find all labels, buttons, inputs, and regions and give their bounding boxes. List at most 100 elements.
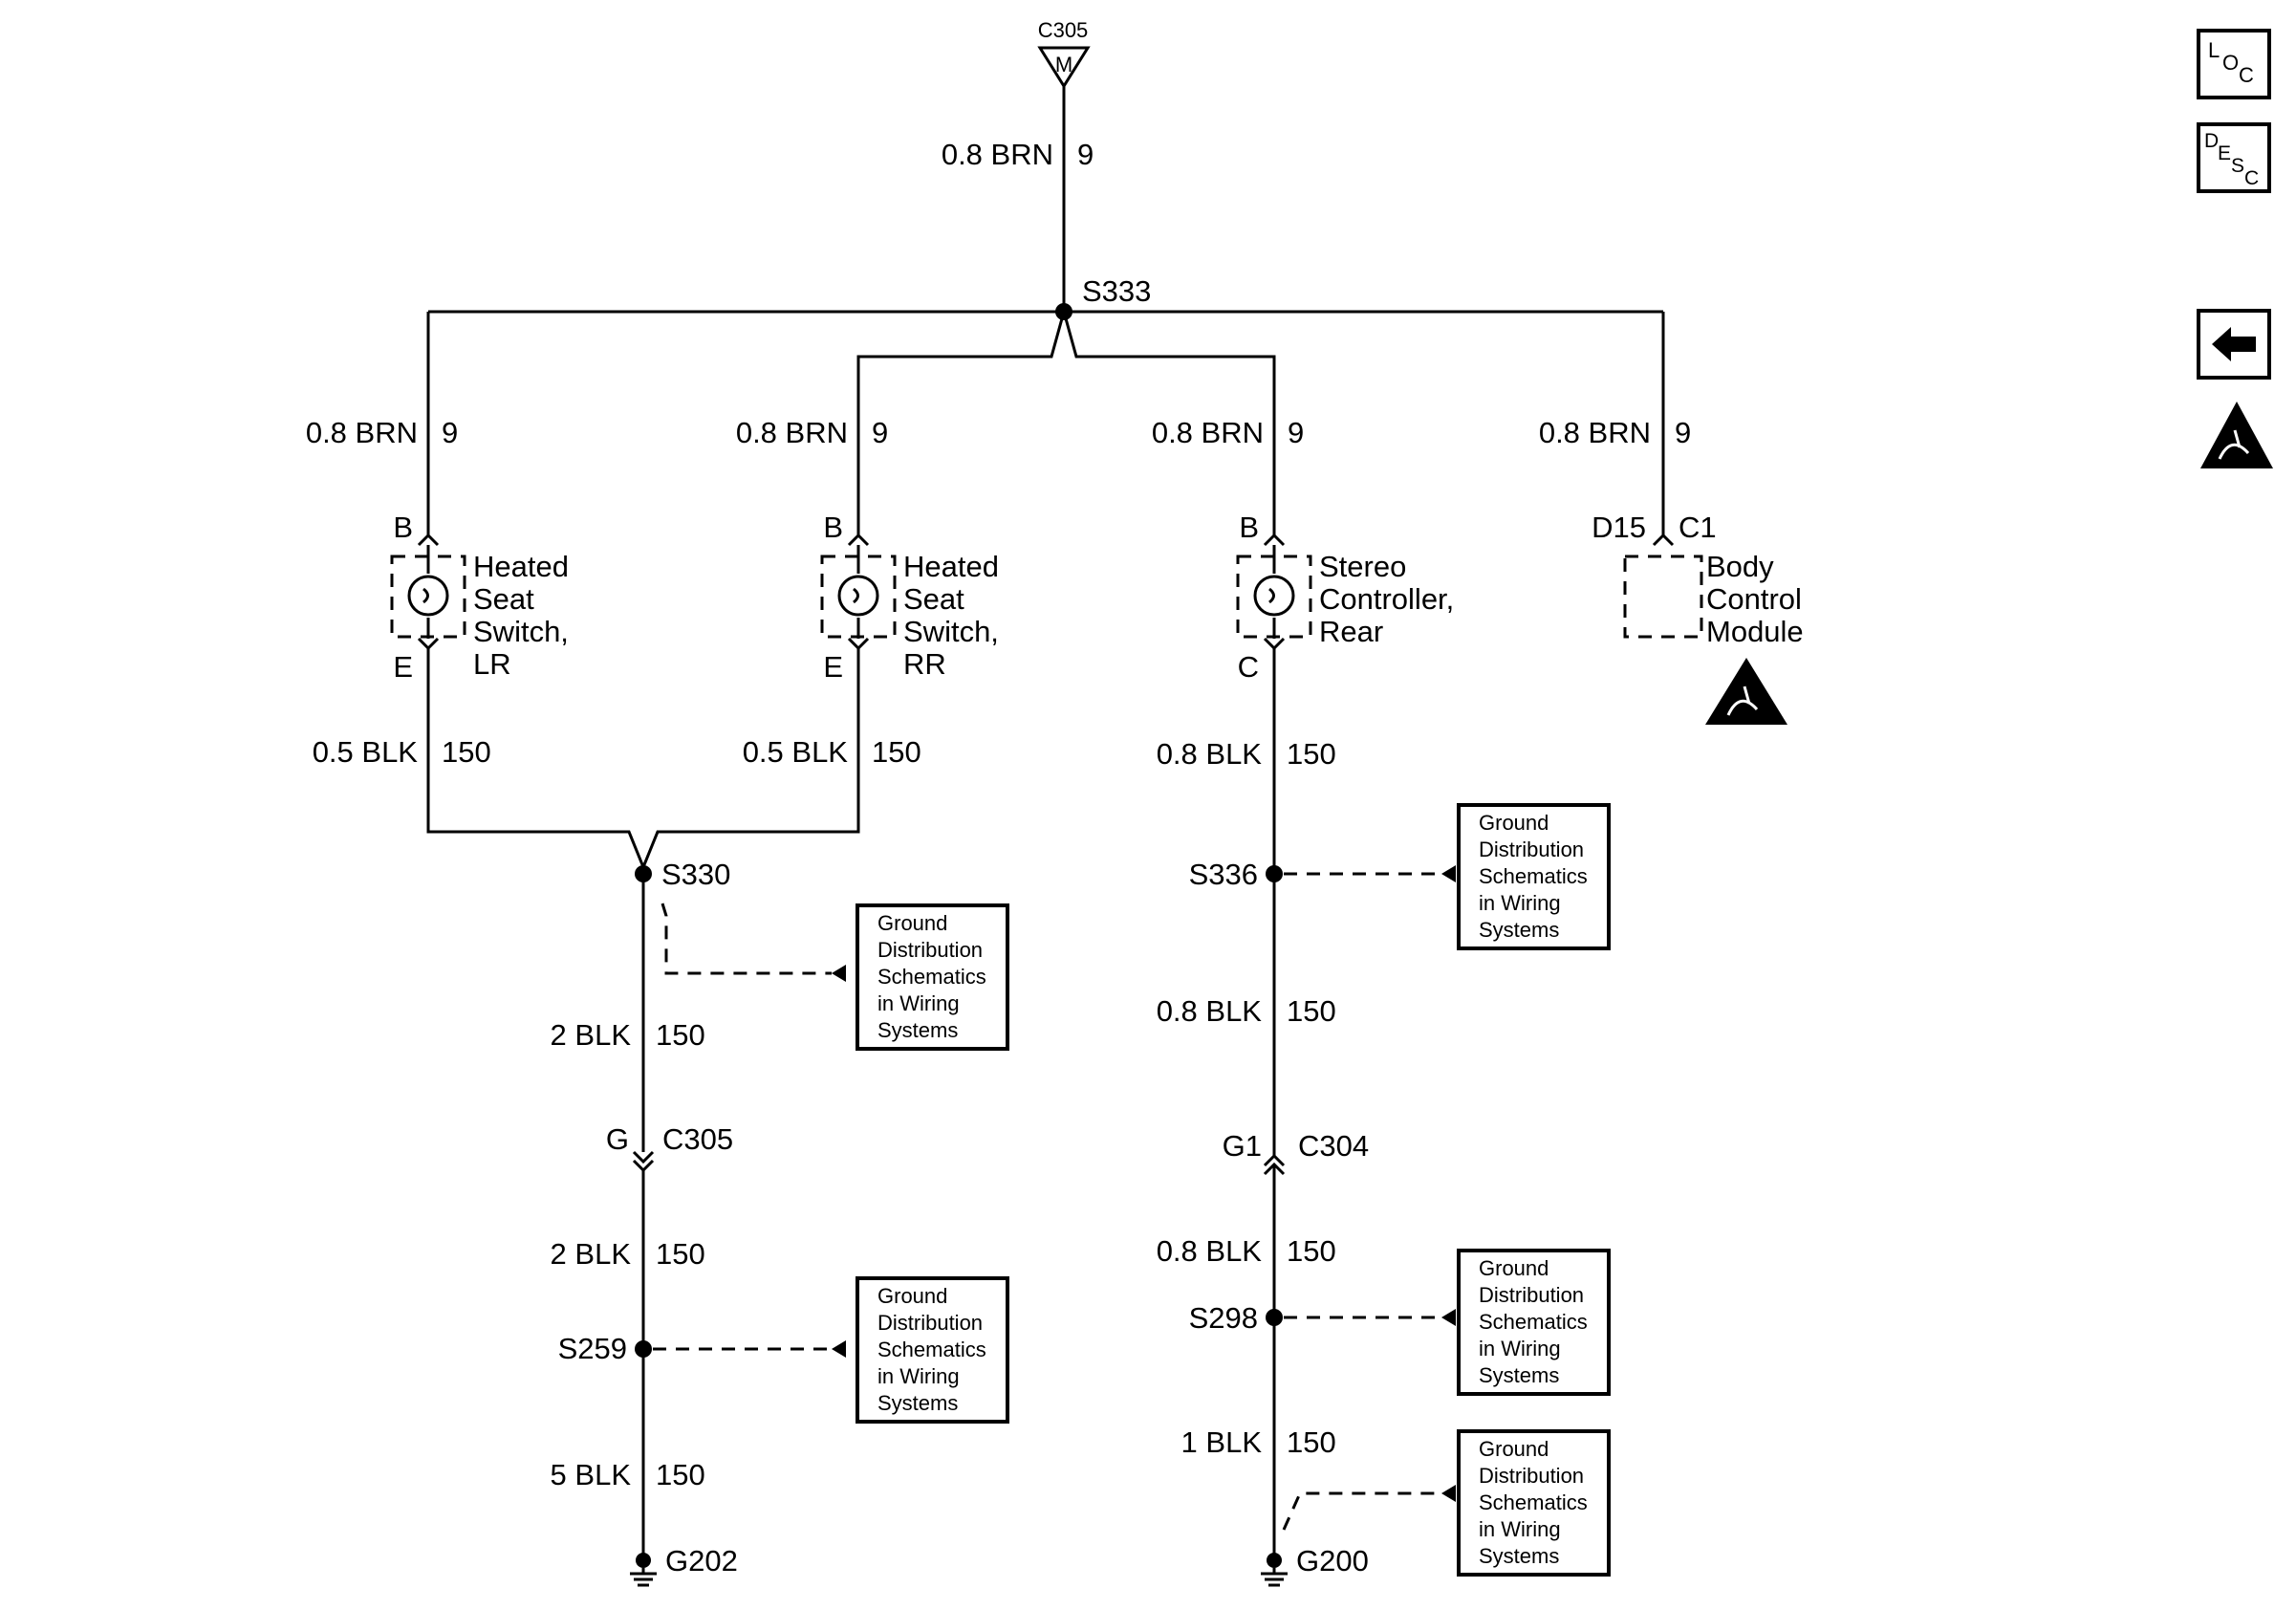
wire-rr-ground-circuit: 150	[872, 735, 921, 769]
component-outline	[1623, 555, 1703, 639]
element-mark	[853, 587, 859, 604]
splice-s336[interactable]	[1266, 865, 1283, 882]
ref-line: Systems	[877, 1391, 958, 1415]
stereo-name-line: Controller,	[1319, 582, 1454, 616]
element-mark	[422, 587, 429, 604]
connector-chevron	[417, 637, 440, 651]
ref-line: Systems	[1479, 1363, 1559, 1387]
ground-point	[636, 1553, 651, 1568]
ref-line: Ground	[877, 911, 947, 935]
reference-box-ground-distribution[interactable]: Ground Distribution Schematics in Wiring…	[1457, 1429, 1611, 1577]
ref-line: in Wiring	[1479, 1517, 1561, 1541]
ground-g200[interactable]: G200	[1261, 1544, 1369, 1587]
rr-name-line: RR	[903, 647, 946, 681]
reference-box-ground-distribution[interactable]: Ground Distribution Schematics in Wiring…	[856, 1276, 1009, 1424]
reference-box-ground-distribution[interactable]: Ground Distribution Schematics in Wiring…	[1457, 803, 1611, 950]
connector-chevron	[847, 637, 870, 651]
heater-element-icon	[837, 575, 879, 617]
desc-letter: D	[2204, 130, 2219, 152]
wire-rr-power-label: 0.8 BRN	[736, 416, 848, 449]
wire-bcm-power-label: 0.8 BRN	[1539, 416, 1651, 449]
connector-chevron	[417, 533, 440, 547]
connector-chevron	[847, 533, 870, 547]
arrow-left-icon	[2212, 327, 2256, 361]
ref-line: Ground	[877, 1284, 947, 1308]
desc-letter: C	[2244, 167, 2259, 189]
wire-lr-ground-circuit: 150	[442, 735, 491, 769]
ref-line: Ground	[1479, 1437, 1549, 1461]
wire-lr-ground-label: 0.5 BLK	[313, 735, 419, 769]
lr-name-line: Switch,	[473, 615, 569, 648]
esd-warning-icon[interactable]	[2200, 402, 2273, 468]
lr-pin-top: B	[393, 511, 413, 544]
component-heated-seat-switch-lr[interactable]: B E Heated Seat Switch, LR	[390, 511, 569, 684]
top-connector-pin: M	[1055, 53, 1072, 76]
heater-element-icon	[407, 575, 449, 617]
wire-rr-power-circuit: 9	[872, 416, 888, 449]
bcm-pin: D15	[1592, 511, 1646, 544]
arrow-icon	[832, 1340, 846, 1358]
inline-connector-c305[interactable]: G C305	[606, 1122, 733, 1173]
element-icon	[1253, 575, 1295, 617]
connector-chevron	[1263, 1153, 1286, 1167]
ref-line: Ground	[1479, 1256, 1549, 1280]
wire-lr-power-circuit: 9	[442, 416, 458, 449]
ref-line: in Wiring	[877, 991, 960, 1015]
wire-right-trunk-3-circuit: 150	[1287, 1425, 1336, 1459]
wire-rr-ground-label: 0.5 BLK	[743, 735, 849, 769]
ground-g202-label: G202	[665, 1544, 738, 1577]
component-body-control-module[interactable]: D15 C1 Body Control Module	[1592, 511, 1804, 725]
right-connector-name: C304	[1298, 1129, 1369, 1163]
inline-connector-c304[interactable]: G1 C304	[1223, 1129, 1369, 1176]
ref-line: Distribution	[1479, 1283, 1584, 1307]
component-heated-seat-switch-rr[interactable]: B E Heated Seat Switch, RR	[820, 511, 999, 684]
bcm-name-line: Module	[1706, 615, 1804, 648]
ref-line: Ground	[1479, 811, 1549, 835]
wire-lr-power-label: 0.8 BRN	[306, 416, 418, 449]
wire-bcm-power-circuit: 9	[1675, 416, 1691, 449]
left-connector-name: C305	[662, 1122, 733, 1156]
wire-right-trunk-3-label: 1 BLK	[1181, 1425, 1263, 1459]
loc-button[interactable]: L O C	[2197, 29, 2271, 99]
ground-g200-label: G200	[1296, 1544, 1369, 1577]
rr-name-line: Seat	[903, 582, 964, 616]
splice-s336-label: S336	[1189, 858, 1258, 891]
splice-s298[interactable]	[1266, 1309, 1283, 1326]
reference-box-ground-distribution[interactable]: Ground Distribution Schematics in Wiring…	[1457, 1249, 1611, 1396]
stereo-pin-top: B	[1239, 511, 1259, 544]
connector-chevron	[1652, 533, 1675, 547]
back-arrow-button[interactable]	[2197, 309, 2271, 380]
ground-point	[1267, 1553, 1282, 1568]
connector-chevron	[632, 1150, 655, 1164]
ref-line: Distribution	[1479, 1464, 1584, 1488]
ref-line: Distribution	[877, 1311, 983, 1335]
wire-left-trunk-1-label: 2 BLK	[551, 1018, 632, 1052]
arrow-icon	[1441, 1485, 1456, 1502]
wire-top-circuit: 9	[1077, 138, 1094, 171]
desc-letter: S	[2231, 155, 2244, 177]
ref-line: Systems	[1479, 918, 1559, 942]
component-stereo-controller-rear[interactable]: B C Stereo Controller, Rear	[1236, 511, 1455, 684]
stereo-name-line: Stereo	[1319, 550, 1406, 583]
reference-leader	[1282, 1491, 1441, 1531]
top-connector-c305[interactable]: C305 M	[1037, 18, 1091, 89]
splice-s259[interactable]	[635, 1340, 652, 1358]
ground-g202[interactable]: G202	[630, 1544, 738, 1587]
desc-button[interactable]: D E S C	[2197, 122, 2271, 193]
rr-name-line: Heated	[903, 550, 999, 583]
connector-symbol	[1037, 46, 1091, 89]
ref-line: Schematics	[877, 1338, 986, 1361]
loc-letter: O	[2222, 51, 2239, 75]
esd-warning-icon[interactable]	[1705, 658, 1787, 725]
lr-pin-bottom: E	[393, 650, 413, 684]
bus-inner	[856, 306, 1276, 535]
ref-line: in Wiring	[877, 1364, 960, 1388]
reference-box-ground-distribution[interactable]: Ground Distribution Schematics in Wiring…	[856, 903, 1009, 1051]
wire-left-trunk-1-circuit: 150	[656, 1018, 705, 1052]
ref-line: Schematics	[1479, 1490, 1588, 1514]
wire-stereo-power-circuit: 9	[1288, 416, 1304, 449]
rr-pin-bottom: E	[823, 650, 843, 684]
stereo-pin-bottom: C	[1238, 650, 1259, 684]
lr-name-line: LR	[473, 647, 511, 681]
